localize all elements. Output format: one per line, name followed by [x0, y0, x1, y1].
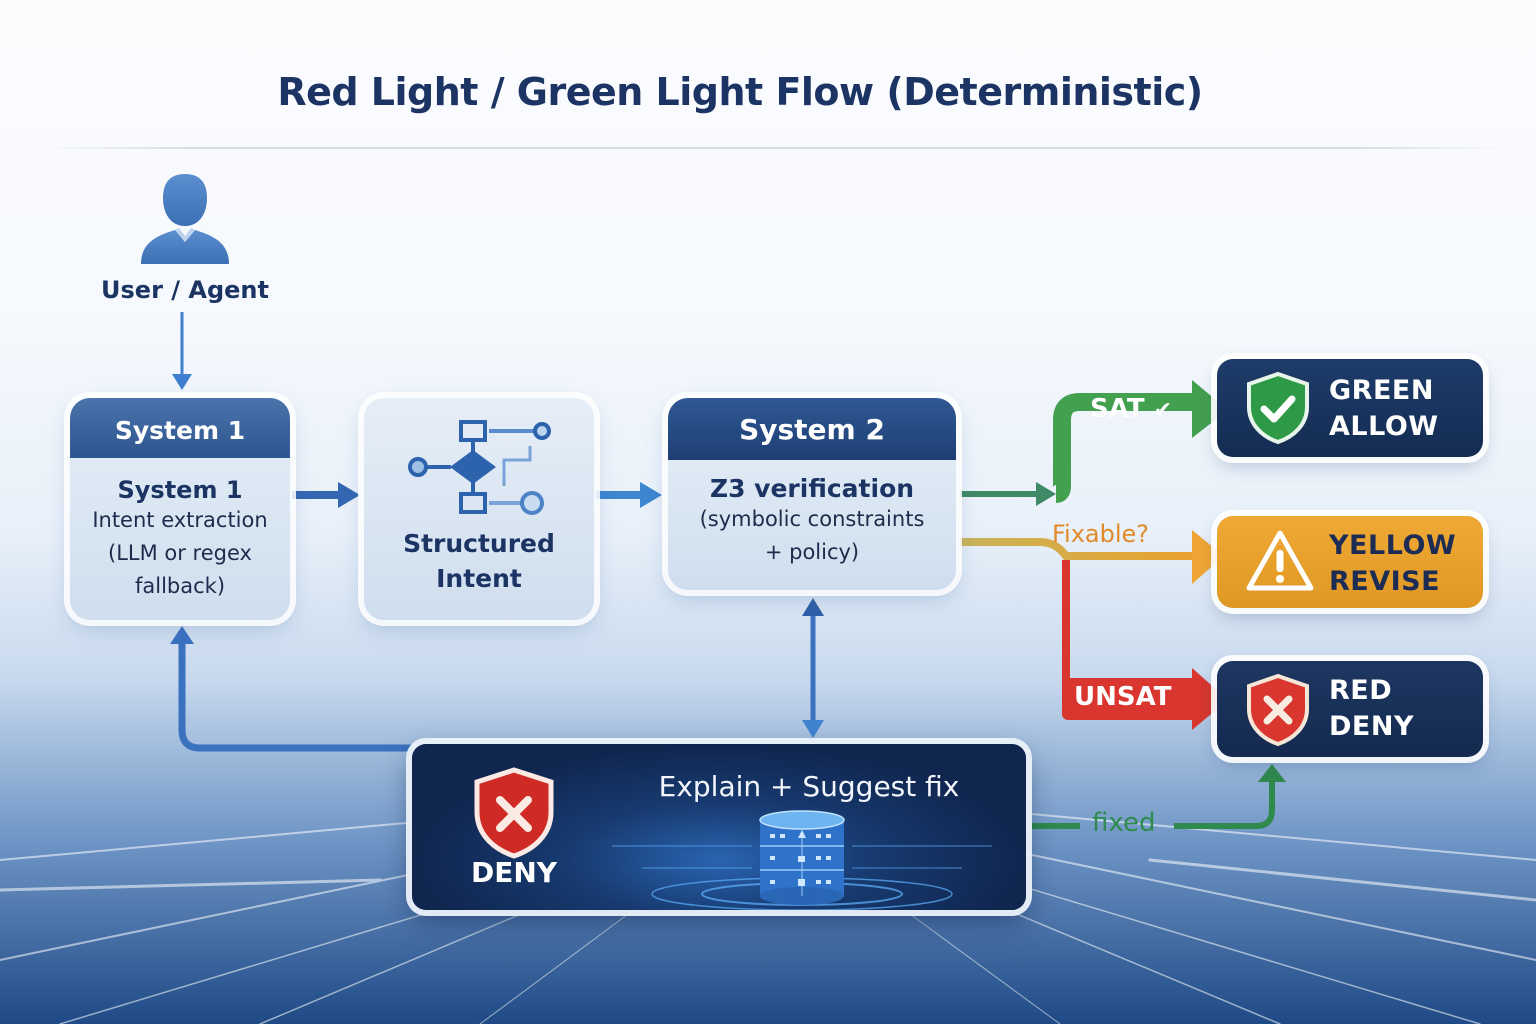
- deny-shield-x-icon: [474, 767, 554, 859]
- outcome-yellow-revise[interactable]: YELLOW REVISE: [1217, 516, 1483, 608]
- user-icon: [141, 174, 229, 264]
- outcome-green-line: GREEN: [1329, 375, 1434, 406]
- outcome-yellow-text: YELLOW REVISE: [1329, 528, 1456, 600]
- structured-intent-node[interactable]: Structured Intent: [364, 398, 594, 620]
- system2-desc-line: + policy): [764, 540, 860, 564]
- page-title: Red Light / Green Light Flow (Determinis…: [277, 70, 1203, 114]
- system1-desc-line: fallback): [134, 574, 226, 598]
- warning-icon: [1246, 530, 1314, 591]
- database-icon: [612, 810, 992, 910]
- arrow-explain-to-system1: [170, 626, 412, 752]
- system1-title: System 1: [117, 476, 243, 504]
- system2-body: Z3 verification (symbolic constraints + …: [668, 460, 956, 590]
- explain-suggest-fix-panel[interactable]: DENY Explain + Suggest fix: [412, 744, 1026, 910]
- system2-node[interactable]: System 2 Z3 verification (symbolic const…: [668, 398, 956, 590]
- edge-label-fixed: fixed: [1092, 808, 1156, 838]
- deny-label: DENY: [470, 856, 558, 889]
- explain-suggest-fix-label: Explain + Suggest fix: [658, 770, 960, 803]
- system2-desc-line: (symbolic constraints: [699, 507, 925, 531]
- structured-intent-line: Intent: [436, 564, 522, 593]
- outcome-green-line: ALLOW: [1329, 411, 1439, 442]
- flowchart-icon: [408, 420, 551, 515]
- arrow-intent-to-system2: [596, 482, 662, 508]
- outcome-yellow-line: REVISE: [1329, 566, 1441, 597]
- outcome-red-line: DENY: [1329, 711, 1415, 742]
- system1-body: System 1 Intent extraction (LLM or regex…: [70, 458, 290, 620]
- edge-label-sat: SAT ✔: [1090, 394, 1172, 424]
- outcome-red-deny[interactable]: RED DENY: [1217, 661, 1483, 757]
- outcome-green-text: GREEN ALLOW: [1329, 373, 1439, 445]
- arrow-system2-explain-bidirectional: [802, 598, 824, 738]
- system1-desc-line: (LLM or regex: [108, 541, 252, 565]
- system1-header: System 1: [70, 398, 290, 458]
- system1-node[interactable]: System 1 System 1 Intent extraction (LLM…: [70, 398, 290, 620]
- outcome-green-allow[interactable]: GREEN ALLOW: [1217, 359, 1483, 457]
- user-agent-actor: User / Agent: [100, 170, 270, 304]
- outcome-red-line: RED: [1329, 675, 1393, 706]
- system2-title: Z3 verification: [709, 474, 915, 503]
- system1-desc-line: Intent extraction: [92, 508, 268, 532]
- title-divider: [40, 147, 1506, 149]
- sat-text: SAT: [1090, 394, 1145, 424]
- outcome-yellow-line: YELLOW: [1329, 530, 1457, 561]
- arrow-user-to-system1: [172, 312, 192, 390]
- checkmark-icon: ✔: [1153, 398, 1173, 423]
- edge-label-fixable: Fixable?: [1052, 520, 1150, 548]
- arrow-system1-to-intent: [292, 482, 360, 508]
- shield-x-icon: [1247, 673, 1309, 747]
- user-agent-label: User / Agent: [101, 276, 269, 304]
- system2-header: System 2: [668, 398, 956, 460]
- structured-intent-line: Structured: [403, 529, 555, 558]
- outcome-red-text: RED DENY: [1329, 673, 1414, 745]
- structured-intent-label: Structured Intent: [364, 526, 594, 596]
- arrow-fixed: [1032, 764, 1286, 829]
- shield-check-icon: [1247, 371, 1309, 445]
- edge-label-unsat: UNSAT: [1074, 682, 1172, 712]
